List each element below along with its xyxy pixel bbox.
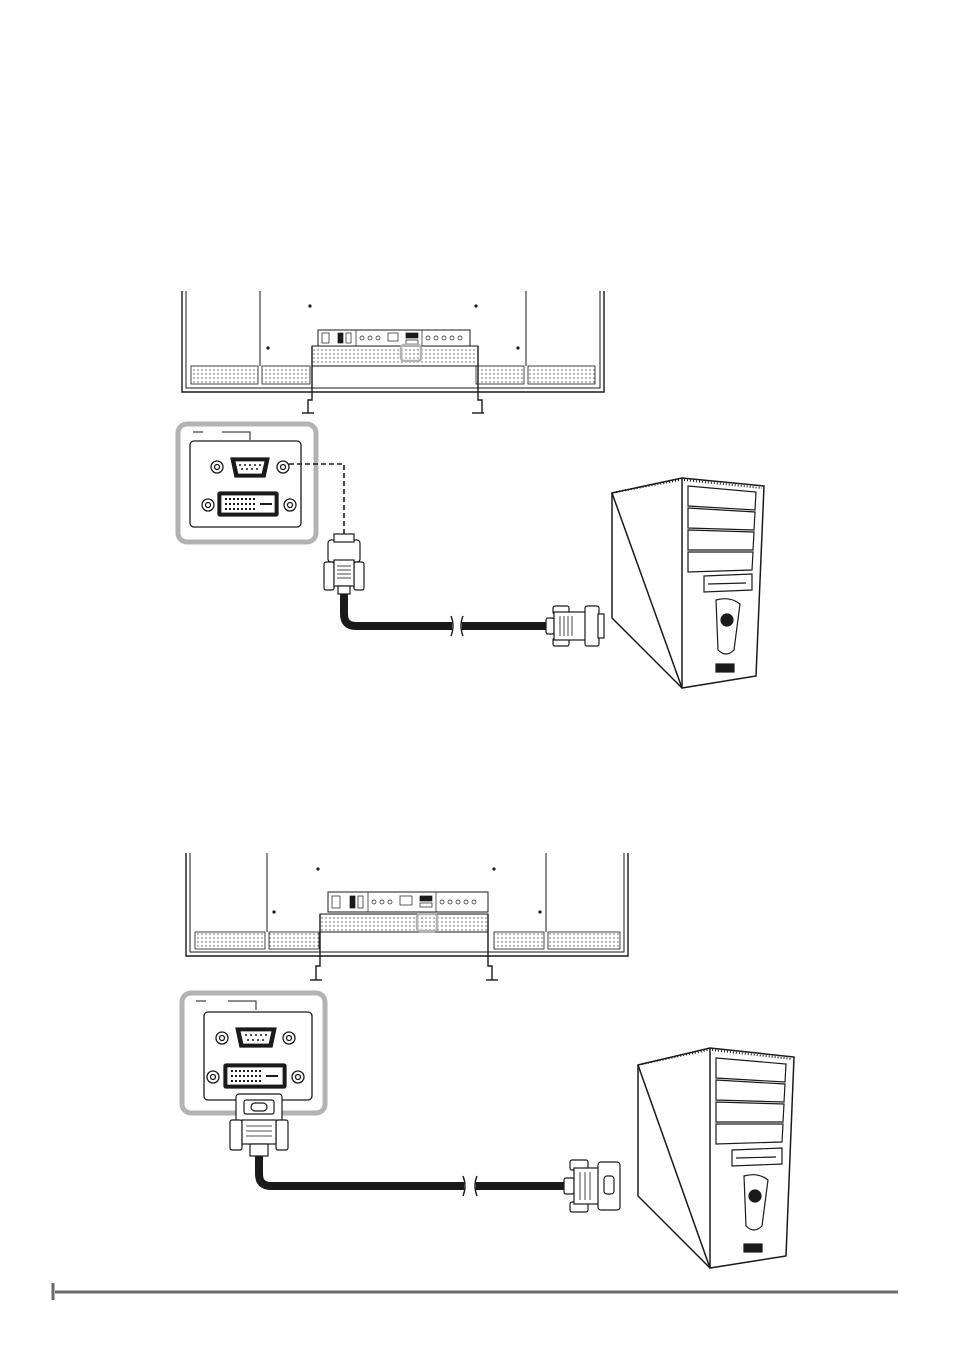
computer-tower-2 xyxy=(638,1048,794,1268)
vga-plug-computer-end xyxy=(546,606,604,646)
dvi-plug-monitor-end xyxy=(230,1094,288,1156)
monitor-rear-1 xyxy=(182,291,604,413)
port-panel-zoom-1 xyxy=(178,424,316,542)
vga-cable xyxy=(324,534,604,646)
vga-plug-monitor-end xyxy=(324,534,364,594)
vga-connection-diagram xyxy=(178,291,764,688)
dvi-connection-diagram xyxy=(182,853,794,1268)
monitor-rear-2 xyxy=(186,853,628,980)
computer-tower-1 xyxy=(612,478,764,688)
dvi-plug-computer-end xyxy=(564,1160,620,1212)
footer-rule xyxy=(53,1283,898,1300)
vga-port-icon xyxy=(211,458,289,477)
dvi-port-icon xyxy=(207,1064,304,1088)
vga-port-icon xyxy=(216,1028,295,1047)
dvi-port-icon xyxy=(202,492,296,516)
